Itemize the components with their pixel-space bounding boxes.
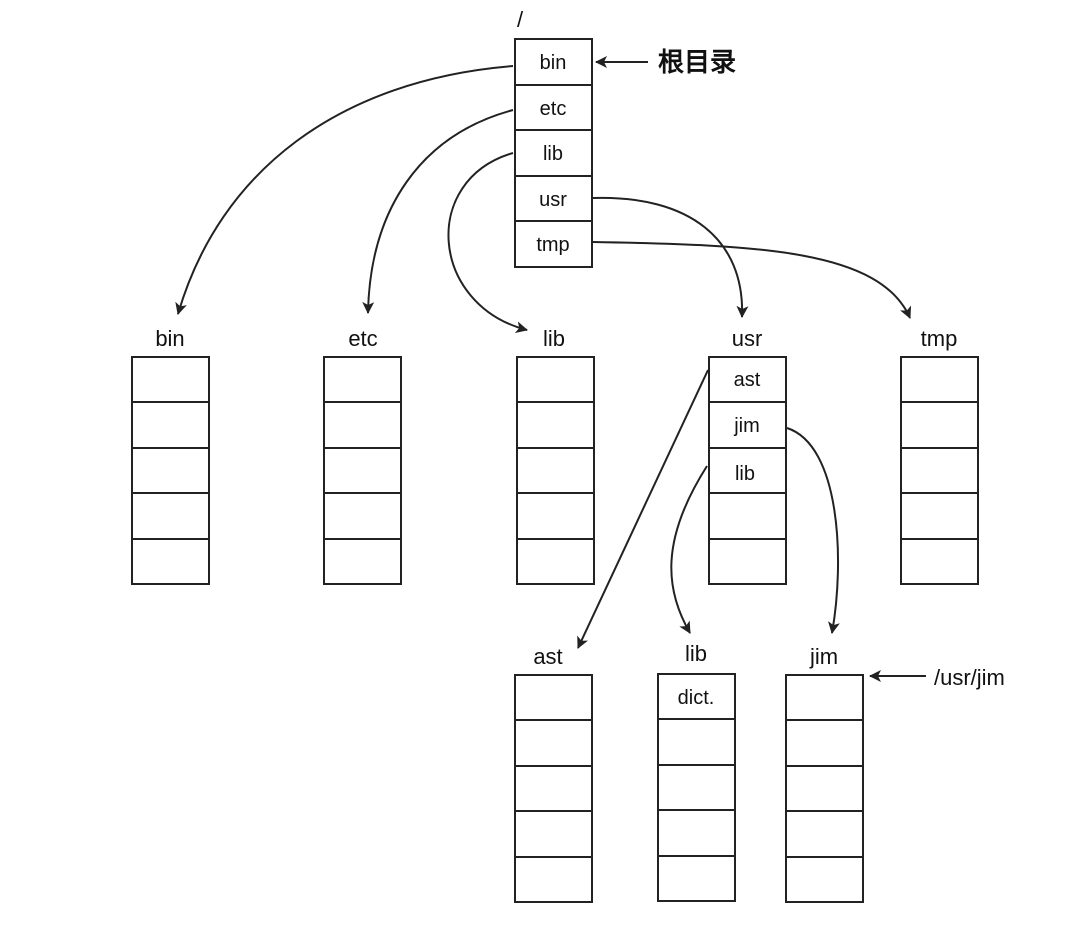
- dir-tmp-cell-1: [900, 401, 979, 449]
- dir-jim-cell-3: [785, 810, 864, 858]
- dir-tmp-cell-3: [900, 492, 979, 540]
- dir-ast-cell-3: [514, 810, 593, 858]
- dir-etc: etc: [323, 326, 402, 585]
- dir-usr-jim: jim: [785, 644, 864, 903]
- dir-lib-cell-3: [516, 492, 595, 540]
- root-label: /: [517, 7, 524, 32]
- dir-tmp-cell-4: [900, 538, 979, 585]
- dir-etc-label: etc: [348, 326, 377, 351]
- dir-bin: bin: [131, 326, 210, 585]
- path-note: /usr/jim: [934, 665, 1005, 690]
- dir-lib-cell-1: [516, 401, 595, 449]
- dir-etc-cell-3: [323, 492, 402, 540]
- dir-usr-lib-cell-3: [657, 809, 736, 857]
- dir-bin-cell-1: [131, 401, 210, 449]
- link-root-bin: [175, 65, 514, 315]
- dir-jim-cell-2: [785, 765, 864, 812]
- lib-entry-dict: dict.: [678, 687, 715, 709]
- dir-etc-cell-0: [323, 356, 402, 403]
- dir-usr-ast: ast: [514, 644, 593, 903]
- root-directory: / bin etc lib usr tmp: [514, 7, 593, 268]
- dir-usr-lib-cell-2: [657, 764, 736, 811]
- dir-bin-cell-0: [131, 356, 210, 403]
- dir-jim-cell-0: [785, 674, 864, 721]
- dir-tmp-cell-0: [900, 356, 979, 403]
- root-entry-tmp: tmp: [536, 234, 569, 256]
- dir-jim-cell-4: [785, 856, 864, 903]
- root-entry-usr: usr: [539, 189, 567, 211]
- dir-bin-cell-3: [131, 492, 210, 540]
- dir-ast-label: ast: [533, 644, 562, 669]
- dir-ast-cell-1: [514, 719, 593, 767]
- link-root-lib: [447, 152, 528, 334]
- root-cell-3: [514, 175, 593, 222]
- root-note: 根目录: [658, 48, 736, 78]
- link-usr-jim: [786, 427, 840, 634]
- usr-entry-ast: ast: [734, 369, 761, 391]
- dir-lib: lib: [516, 326, 595, 585]
- dir-tmp-label: tmp: [921, 326, 958, 351]
- root-cell-0: [514, 38, 593, 86]
- dir-bin-cell-4: [131, 538, 210, 585]
- link-usr-lib: [670, 465, 708, 634]
- dir-usr-label: usr: [732, 326, 763, 351]
- dir-usr-lib: lib dict.: [657, 641, 736, 902]
- dir-usr-cell-3: [708, 492, 787, 540]
- dir-jim-label: jim: [809, 644, 838, 669]
- dir-lib-label: lib: [543, 326, 565, 351]
- dir-lib-cell-2: [516, 447, 595, 494]
- dir-jim-cell-1: [785, 719, 864, 767]
- usr-entry-jim: jim: [733, 415, 760, 437]
- dir-ast-cell-4: [514, 856, 593, 903]
- dir-ast-cell-0: [514, 674, 593, 721]
- usr-entry-lib: lib: [735, 463, 755, 485]
- dir-usr-lib-label: lib: [685, 641, 707, 666]
- dir-usr-cell-1: [708, 401, 787, 449]
- dir-etc-cell-1: [323, 401, 402, 449]
- dir-usr-cell-2: [708, 447, 787, 494]
- dir-lib-cell-4: [516, 538, 595, 585]
- dir-ast-cell-2: [514, 765, 593, 812]
- dir-tmp-cell-2: [900, 447, 979, 494]
- root-entry-bin: bin: [540, 52, 567, 74]
- link-root-etc: [362, 109, 514, 314]
- link-usr-ast: [577, 369, 709, 649]
- dir-usr-lib-cell-4: [657, 855, 736, 902]
- link-root-usr: [592, 196, 749, 318]
- root-cell-4: [514, 220, 593, 268]
- root-entry-etc: etc: [540, 98, 567, 120]
- root-entry-lib: lib: [543, 143, 563, 165]
- dir-lib-cell-0: [516, 356, 595, 403]
- dir-tmp: tmp: [900, 326, 979, 585]
- dir-bin-cell-2: [131, 447, 210, 494]
- dir-etc-cell-4: [323, 538, 402, 585]
- dir-bin-label: bin: [155, 326, 184, 351]
- dir-usr-lib-cell-1: [657, 718, 736, 766]
- dir-usr-cell-0: [708, 356, 787, 403]
- link-root-tmp: [592, 241, 912, 319]
- dir-etc-cell-2: [323, 447, 402, 494]
- dir-usr-cell-4: [708, 538, 787, 585]
- dir-usr: usr ast jim lib: [708, 326, 787, 585]
- dir-usr-lib-cell-0: [657, 673, 736, 720]
